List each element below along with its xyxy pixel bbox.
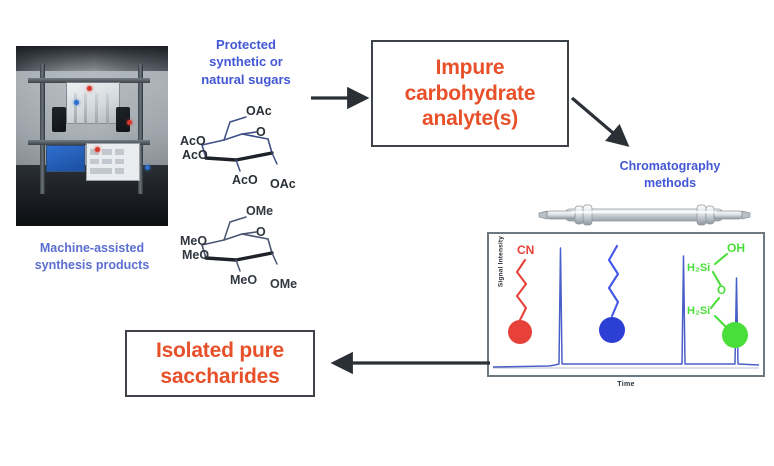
photo-caption-line-2: synthesis products [34, 257, 150, 272]
photo-indicator-red-low [95, 146, 101, 152]
photo-tube-d [105, 92, 109, 126]
chromatogram-panel: CN OH H₂Si O H₂Si [487, 232, 765, 377]
photo-indicator-red-right [126, 119, 132, 125]
label-aco-bottom: AcO [232, 173, 258, 187]
label-meo-lower: MeO [182, 248, 209, 262]
impure-line-1: Impure [435, 56, 505, 80]
photo-tube-a [73, 92, 77, 126]
label-ome-anomeric: OMe [270, 277, 297, 290]
label-aco-upper: AcO [180, 134, 206, 148]
photo-indicator-red-top [87, 85, 93, 91]
hplc-column [527, 198, 759, 232]
chromatography-label: Chromatography methods [585, 158, 755, 191]
label-meo-upper: MeO [180, 234, 207, 248]
structure-permethylated-glucose: OMe MeO MeO O MeO OMe [180, 198, 330, 290]
sugars-label-line-2: synthetic or [209, 54, 283, 70]
photo-frame-rail-top [28, 78, 150, 84]
annotation-silanol-phase: OH H₂Si O H₂Si [687, 241, 748, 348]
photo-dark-module-right [116, 107, 130, 133]
photo-frame-post-right [137, 64, 143, 194]
annotation-alkyl-phase [599, 244, 625, 343]
label-ring-oxygen-2: O [256, 225, 266, 239]
arrow-chromatogram-to-isolated [325, 348, 490, 378]
synthesizer-photo [16, 46, 168, 226]
photo-indicator-blue [73, 100, 79, 105]
synthesizer-photo-image [16, 46, 168, 226]
isolated-line-2: saccharides [160, 364, 280, 388]
label-meo-bottom: MeO [230, 273, 257, 287]
photo-tube-c [95, 92, 99, 126]
photo-control-keypad [85, 143, 140, 182]
chromatogram-y-axis-label: Signal Intensity [497, 235, 505, 288]
chromatography-label-line-2: methods [643, 175, 697, 190]
photo-blue-stage [46, 145, 85, 173]
photo-frame-post-left [40, 64, 46, 194]
structure-peracetylated-glucose: OAc AcO AcO O AcO OAc [180, 98, 330, 190]
arrow-impure-to-chromatography [570, 96, 662, 166]
sugars-label: Protected synthetic or natural sugars [182, 36, 310, 88]
annotation-cyano-phase: CN [508, 243, 534, 344]
synthesizer-photo-caption: Machine-assisted synthesis products [4, 240, 180, 273]
label-silanol-oh: OH [727, 241, 745, 255]
chromatogram-x-axis-label: Time [617, 381, 635, 388]
label-ome-top: OMe [246, 204, 273, 218]
photo-tube-b [84, 92, 88, 126]
svg-text:CN: CN [517, 243, 534, 257]
impure-line-2: carbohydrate [404, 81, 536, 105]
label-silanol-bridge-o: O [717, 285, 726, 297]
arrow-sugars-to-impure [311, 83, 375, 113]
impure-carbohydrate-box: Impure carbohydrate analyte(s) [371, 40, 569, 147]
label-oac-anomeric: OAc [270, 177, 296, 190]
label-silanol-si-upper: H₂Si [687, 262, 710, 274]
sugars-label-line-3: natural sugars [201, 71, 291, 87]
photo-dark-module-left [52, 107, 67, 133]
isolated-line-1: Isolated pure [155, 338, 285, 362]
label-ring-oxygen: O [256, 125, 266, 139]
label-oac-top: OAc [246, 104, 272, 118]
isolated-saccharides-box: Isolated pure saccharides [125, 330, 315, 397]
chromatography-label-line-1: Chromatography [619, 159, 721, 173]
sugars-label-line-1: Protected [216, 37, 276, 52]
label-silanol-si-lower: H₂Si [687, 305, 710, 317]
impure-line-3: analyte(s) [421, 107, 519, 131]
label-aco-lower: AcO [182, 148, 208, 162]
photo-caption-line-1: Machine-assisted [39, 241, 145, 255]
photo-frame-rail-mid [28, 139, 150, 145]
photo-indicator-blue-right [145, 164, 151, 170]
